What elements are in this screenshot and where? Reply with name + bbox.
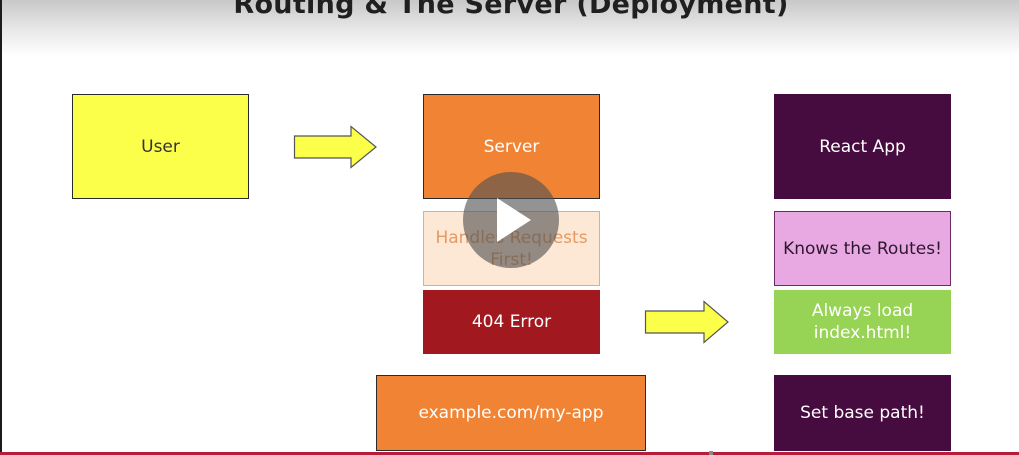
user-box: User bbox=[72, 94, 249, 199]
slide-title: Routing & The Server (Deployment) bbox=[233, 0, 789, 20]
knows-routes-box: Knows the Routes! bbox=[774, 211, 951, 286]
left-edge-border bbox=[0, 0, 2, 455]
always-load-box: Always load index.html! bbox=[774, 290, 951, 354]
play-button[interactable] bbox=[463, 172, 559, 268]
video-progress-bar[interactable] bbox=[0, 452, 1019, 455]
react-app-box: React App bbox=[774, 94, 951, 199]
base-path-box: Set base path! bbox=[774, 375, 951, 451]
error-404-box: 404 Error bbox=[423, 290, 600, 354]
arrow-right-icon bbox=[644, 300, 729, 344]
progress-scrubber[interactable] bbox=[709, 451, 713, 455]
slide-header-fade bbox=[0, 0, 1019, 56]
example-url-box: example.com/my-app bbox=[376, 375, 646, 451]
play-icon bbox=[497, 198, 531, 242]
arrow-right-icon bbox=[293, 125, 377, 169]
